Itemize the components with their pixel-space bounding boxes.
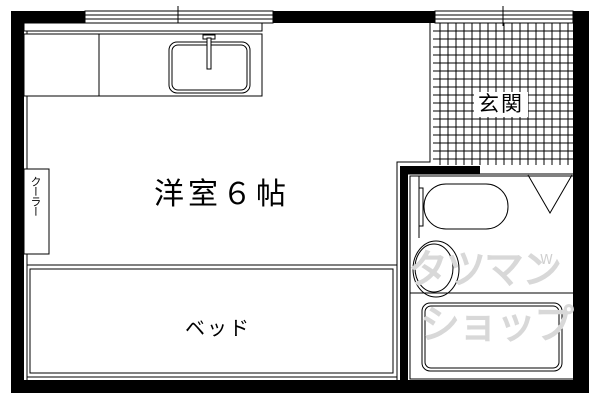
room-label-western: 洋室６帖 xyxy=(154,177,290,212)
bed-label: ベッド xyxy=(185,316,251,340)
washbasin xyxy=(412,240,460,298)
air-conditioner xyxy=(23,168,50,255)
toilet xyxy=(423,183,509,230)
room-label-entrance: 玄関 xyxy=(474,92,528,117)
walls xyxy=(11,11,589,393)
bed xyxy=(26,264,398,378)
watermark-superscript: W xyxy=(540,253,553,268)
kitchen-sink xyxy=(168,34,251,94)
window-top-right xyxy=(434,6,574,26)
bathroom xyxy=(409,174,575,380)
watermark-line2: ショップ xyxy=(420,302,574,348)
bathtub xyxy=(421,302,563,372)
air-conditioner-label: クーラー xyxy=(29,176,42,216)
door-swing xyxy=(527,174,573,214)
kitchen-counter xyxy=(23,22,263,97)
watermark-line1: タツマン xyxy=(408,247,562,293)
